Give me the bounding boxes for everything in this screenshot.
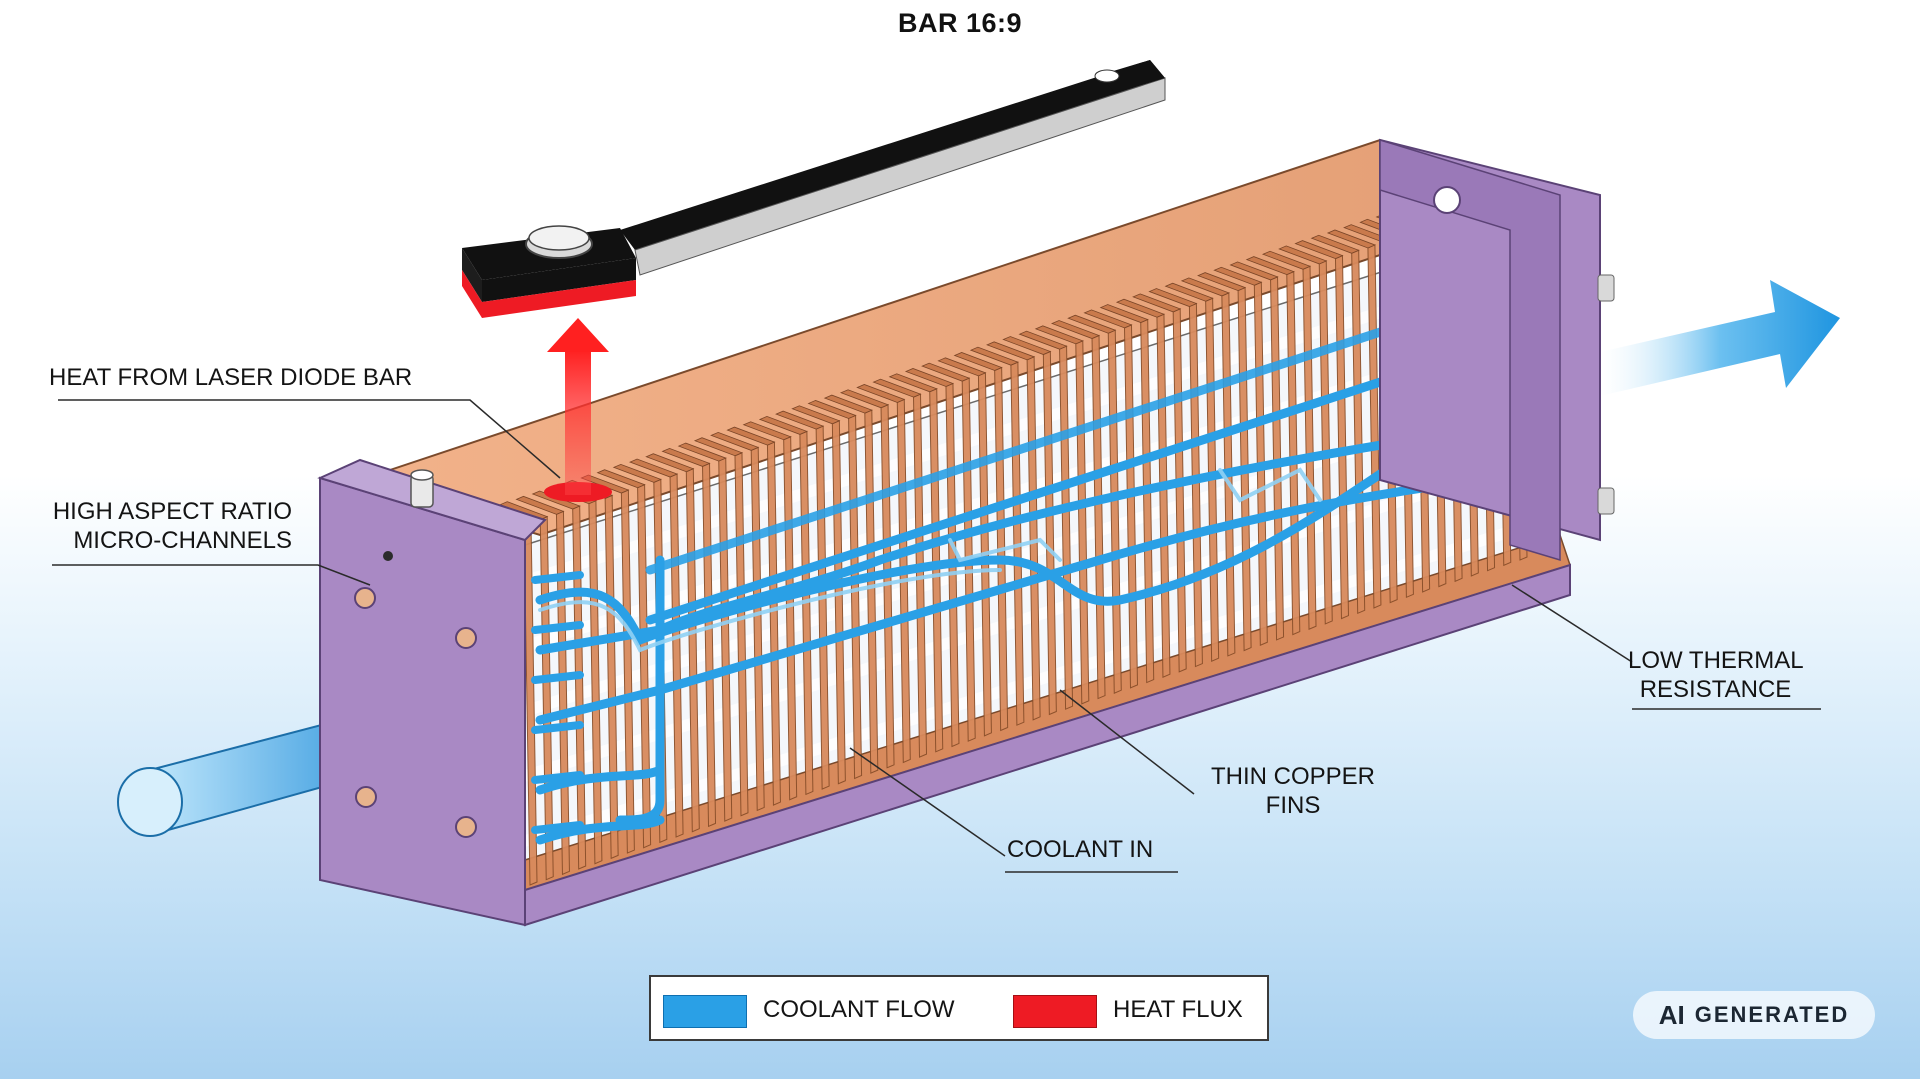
coolant-outlet-arrow (1600, 280, 1840, 396)
heat-flux-arrow (544, 318, 612, 502)
callout-thin-fins-line2: FINS (1265, 792, 1321, 819)
callout-thin-fins: THIN COPPER FINS (1193, 762, 1393, 820)
callout-leaders (52, 399, 1821, 873)
badge-generated: GENERATED (1694, 1002, 1850, 1027)
callout-heat-from-laser: HEAT FROM LASER DIODE BAR (49, 364, 413, 391)
laser-diode-bar (462, 60, 1166, 318)
ai-generated-badge: AI GENERATED (1633, 991, 1875, 1039)
callout-low-thermal: LOW THERMAL RESISTANCE (1628, 646, 1804, 704)
callout-thin-fins-line1: THIN COPPER (1210, 763, 1375, 790)
callout-coolant-in: COOLANT IN (1007, 836, 1154, 863)
heat-sink-body (317, 138, 1615, 927)
legend-swatch-coolant (663, 995, 747, 1028)
legend-label-heat: HEAT FLUX (1113, 996, 1243, 1023)
legend: COOLANT FLOW HEAT FLUX (649, 975, 1269, 1041)
badge-ai: AI (1658, 999, 1685, 1030)
legend-label-coolant: COOLANT FLOW (763, 996, 955, 1023)
callout-micro-channels-line1: HIGH ASPECT RATIO (52, 498, 292, 525)
diagram-title: BAR 16:9 (897, 8, 1023, 38)
callout-micro-channels-line2: MICRO-CHANNELS (73, 527, 292, 554)
legend-swatch-heat (1013, 995, 1097, 1028)
callout-low-thermal-line2: RESISTANCE (1639, 676, 1792, 703)
callout-micro-channels: HIGH ASPECT RATIO MICRO-CHANNELS (52, 497, 292, 555)
callout-low-thermal-line1: LOW THERMAL (1628, 647, 1804, 674)
